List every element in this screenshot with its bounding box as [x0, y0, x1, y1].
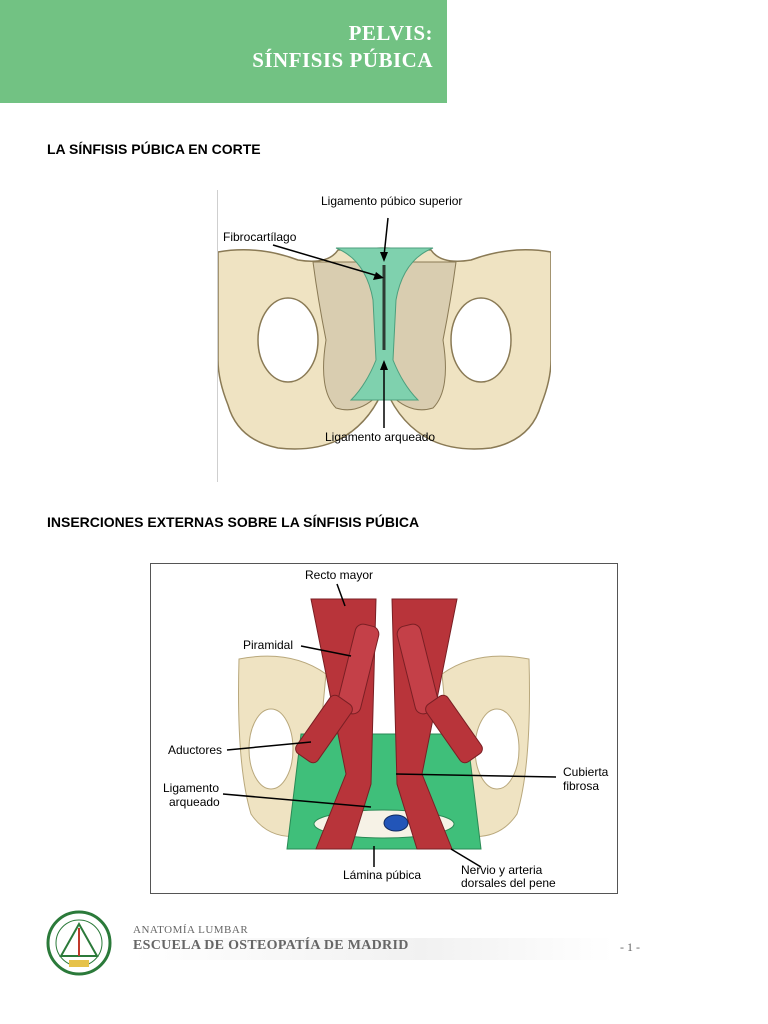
section-heading-corte: LA SÍNFISIS PÚBICA EN CORTE — [47, 141, 261, 157]
label-piramidal: Piramidal — [243, 638, 293, 652]
label-cubierta-2: fibrosa — [563, 779, 599, 793]
footer-subtitle: ANATOMÍA LUMBAR — [133, 924, 249, 936]
external-insertions-figure: Recto mayor Piramidal Aductores Ligament… — [150, 563, 618, 894]
footer-school-name: ESCUELA DE OSTEOPATÍA DE MADRID — [133, 938, 613, 960]
symphysis-section-illustration: Ligamento púbico superior Fibrocartílago… — [218, 194, 551, 450]
school-seal-icon — [46, 910, 112, 976]
label-cubierta-1: Cubierta — [563, 765, 609, 779]
label-recto-mayor: Recto mayor — [305, 568, 373, 582]
label-nervio-2: dorsales del pene — [461, 876, 556, 890]
school-logo — [45, 910, 113, 976]
label-lamina-pubica: Lámina púbica — [343, 868, 421, 882]
label-ligamento-superior: Ligamento púbico superior — [321, 194, 462, 208]
label-ligamento-arqueado-1: Ligamento — [163, 781, 219, 795]
label-nervio-1: Nervio y arteria — [461, 863, 543, 877]
page-number: - 1 - — [620, 940, 640, 954]
header-band: PELVIS: SÍNFISIS PÚBICA — [0, 0, 447, 103]
page-title: PELVIS: SÍNFISIS PÚBICA — [252, 20, 433, 74]
insertions-illustration: Recto mayor Piramidal Aductores Ligament… — [163, 568, 609, 890]
label-fibrocartilago: Fibrocartílago — [223, 230, 297, 244]
label-ligamento-arqueado: Ligamento arqueado — [325, 430, 435, 444]
label-ligamento-arqueado-2: arqueado — [169, 795, 220, 809]
page-title-line-1: PELVIS: — [348, 21, 433, 45]
symphysis-section-figure: Ligamento púbico superior Fibrocartílago… — [217, 190, 551, 482]
section-heading-inserciones: INSERCIONES EXTERNAS SOBRE LA SÍNFISIS P… — [47, 514, 420, 530]
page-title-line-2: SÍNFISIS PÚBICA — [252, 48, 433, 72]
label-aductores: Aductores — [168, 743, 222, 757]
